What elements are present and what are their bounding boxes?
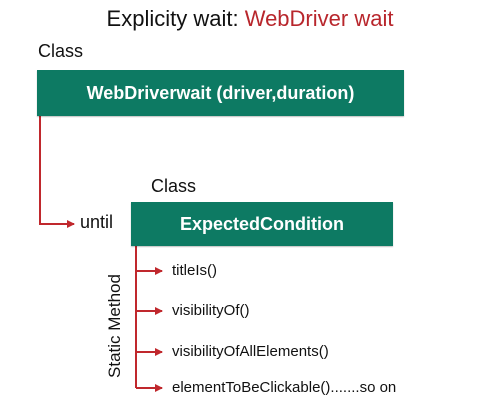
method-item: visibilityOf() — [172, 302, 250, 319]
expectedcondition-box: ExpectedCondition — [131, 202, 393, 246]
method-item: visibilityOfAllElements() — [172, 343, 329, 360]
title-prefix: Explicity wait: — [106, 6, 245, 31]
diagram-title: Explicity wait: WebDriver wait — [0, 6, 500, 32]
static-method-text: Static Method — [105, 274, 124, 378]
title-accent: WebDriver wait — [244, 6, 394, 31]
method-item: elementToBeClickable().......so on — [172, 379, 397, 396]
until-label: until — [80, 212, 114, 232]
method-item: titleIs() — [172, 262, 217, 279]
class-label-mid: Class — [151, 176, 197, 196]
webdriverwait-box: WebDriverwait (driver,duration) — [37, 70, 404, 116]
class-label-top: Class — [38, 41, 84, 61]
until-arrow — [39, 116, 75, 228]
